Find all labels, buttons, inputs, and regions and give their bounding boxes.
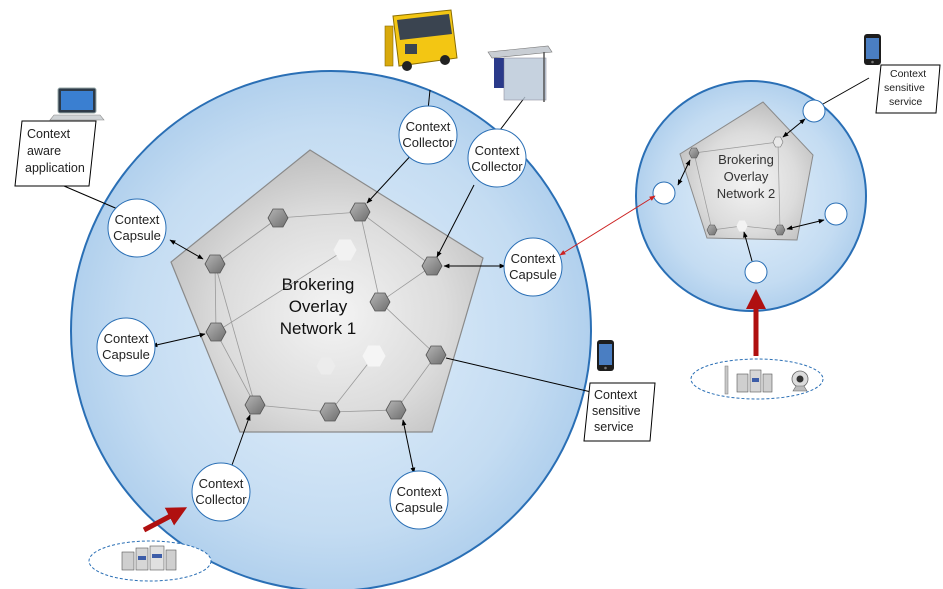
broker-hex xyxy=(319,402,341,422)
inter-network-link xyxy=(559,195,656,256)
context-collector-right: Context Collector xyxy=(467,128,527,188)
broker-hex xyxy=(204,254,226,274)
bus-stop-icon xyxy=(487,45,553,102)
network-1-title-line-2: Overlay xyxy=(289,297,348,316)
broker-hex xyxy=(244,395,266,415)
collector-right-label-2: Collector xyxy=(471,159,523,174)
note-service2-line-1: Context xyxy=(890,68,926,80)
broker-hex xyxy=(772,136,784,148)
smartphone-icon xyxy=(864,34,881,65)
network-1-title-line-3: Network 1 xyxy=(280,319,357,338)
collector-top-label-1: Context xyxy=(406,119,451,134)
broker-hex xyxy=(316,357,336,375)
network-2-links xyxy=(677,77,870,262)
collector-right-label-1: Context xyxy=(475,143,520,158)
broker-hex xyxy=(362,345,386,367)
note-service2-line-2: sensitive xyxy=(884,82,925,94)
collector-top-label-2: Collector xyxy=(402,135,454,150)
broker-hex xyxy=(333,239,357,261)
webcam-icon xyxy=(791,370,809,392)
network-2-title-line-3: Network 2 xyxy=(717,186,776,201)
context-node-small xyxy=(652,181,676,205)
context-collector-bottom: Context Collector xyxy=(191,462,251,522)
broker-hex xyxy=(385,400,407,420)
network-1-links xyxy=(56,89,605,474)
collector-bottom-label-1: Context xyxy=(199,476,244,491)
note-context-sensitive-service-2: Context sensitive service xyxy=(875,64,941,114)
collector-bottom-label-2: Collector xyxy=(195,492,247,507)
context-node-small xyxy=(824,202,848,226)
broker-hex xyxy=(706,224,718,236)
capsule-left-mid-label-1: Context xyxy=(104,331,149,346)
smartphone-icon xyxy=(597,340,614,371)
broker-mesh-2 xyxy=(693,141,781,231)
bus-icon xyxy=(384,9,458,71)
context-node-small xyxy=(802,99,826,123)
note-service1-line-2: sensitive xyxy=(592,404,641,418)
sensor-devices-icon xyxy=(724,365,773,395)
context-node-small xyxy=(744,260,768,284)
broker-nodes-2 xyxy=(688,136,786,236)
broker-hex xyxy=(421,256,443,276)
broker-nodes-1 xyxy=(204,202,447,422)
capsule-right-label-2: Capsule xyxy=(509,267,557,282)
note-service2-line-3: service xyxy=(889,96,922,108)
broker-hex xyxy=(349,202,371,222)
capsule-left-mid-label-2: Capsule xyxy=(102,347,150,362)
context-capsule-left-top: Context Capsule xyxy=(107,198,167,258)
sensor-devices-icon xyxy=(121,545,177,571)
capsule-right-label-1: Context xyxy=(511,251,556,266)
context-capsule-right: Context Capsule xyxy=(503,237,563,297)
broker-hex xyxy=(425,345,447,365)
note-context-aware-application: Context aware application xyxy=(14,120,97,187)
note-app-line-1: Context xyxy=(27,127,71,141)
context-collector-top: Context Collector xyxy=(398,105,458,165)
broker-hex xyxy=(205,322,227,342)
note-service1-line-3: service xyxy=(594,420,634,434)
network-1-title-line-1: Brokering xyxy=(282,275,355,294)
note-service1-line-1: Context xyxy=(594,388,638,402)
capsule-bottom-label-1: Context xyxy=(397,484,442,499)
broker-hex xyxy=(369,292,391,312)
broker-hex xyxy=(267,208,289,228)
note-app-line-3: application xyxy=(25,161,85,175)
capsule-left-top-label-1: Context xyxy=(115,212,160,227)
note-context-sensitive-service-1: Context sensitive service xyxy=(583,382,656,442)
context-capsule-left-mid: Context Capsule xyxy=(96,317,156,377)
note-app-line-2: aware xyxy=(27,144,61,158)
broker-hex xyxy=(774,224,786,236)
broker-hex xyxy=(736,220,748,232)
capsule-left-top-label-2: Capsule xyxy=(113,228,161,243)
broker-hex xyxy=(688,147,700,159)
network-2-title-line-2: Overlay xyxy=(724,169,769,184)
capsule-bottom-label-2: Capsule xyxy=(395,500,443,515)
network-2-title-line-1: Brokering xyxy=(718,152,774,167)
laptop-icon xyxy=(49,87,105,121)
sensor-input-arrow xyxy=(142,507,188,533)
context-capsule-bottom: Context Capsule xyxy=(389,470,449,530)
